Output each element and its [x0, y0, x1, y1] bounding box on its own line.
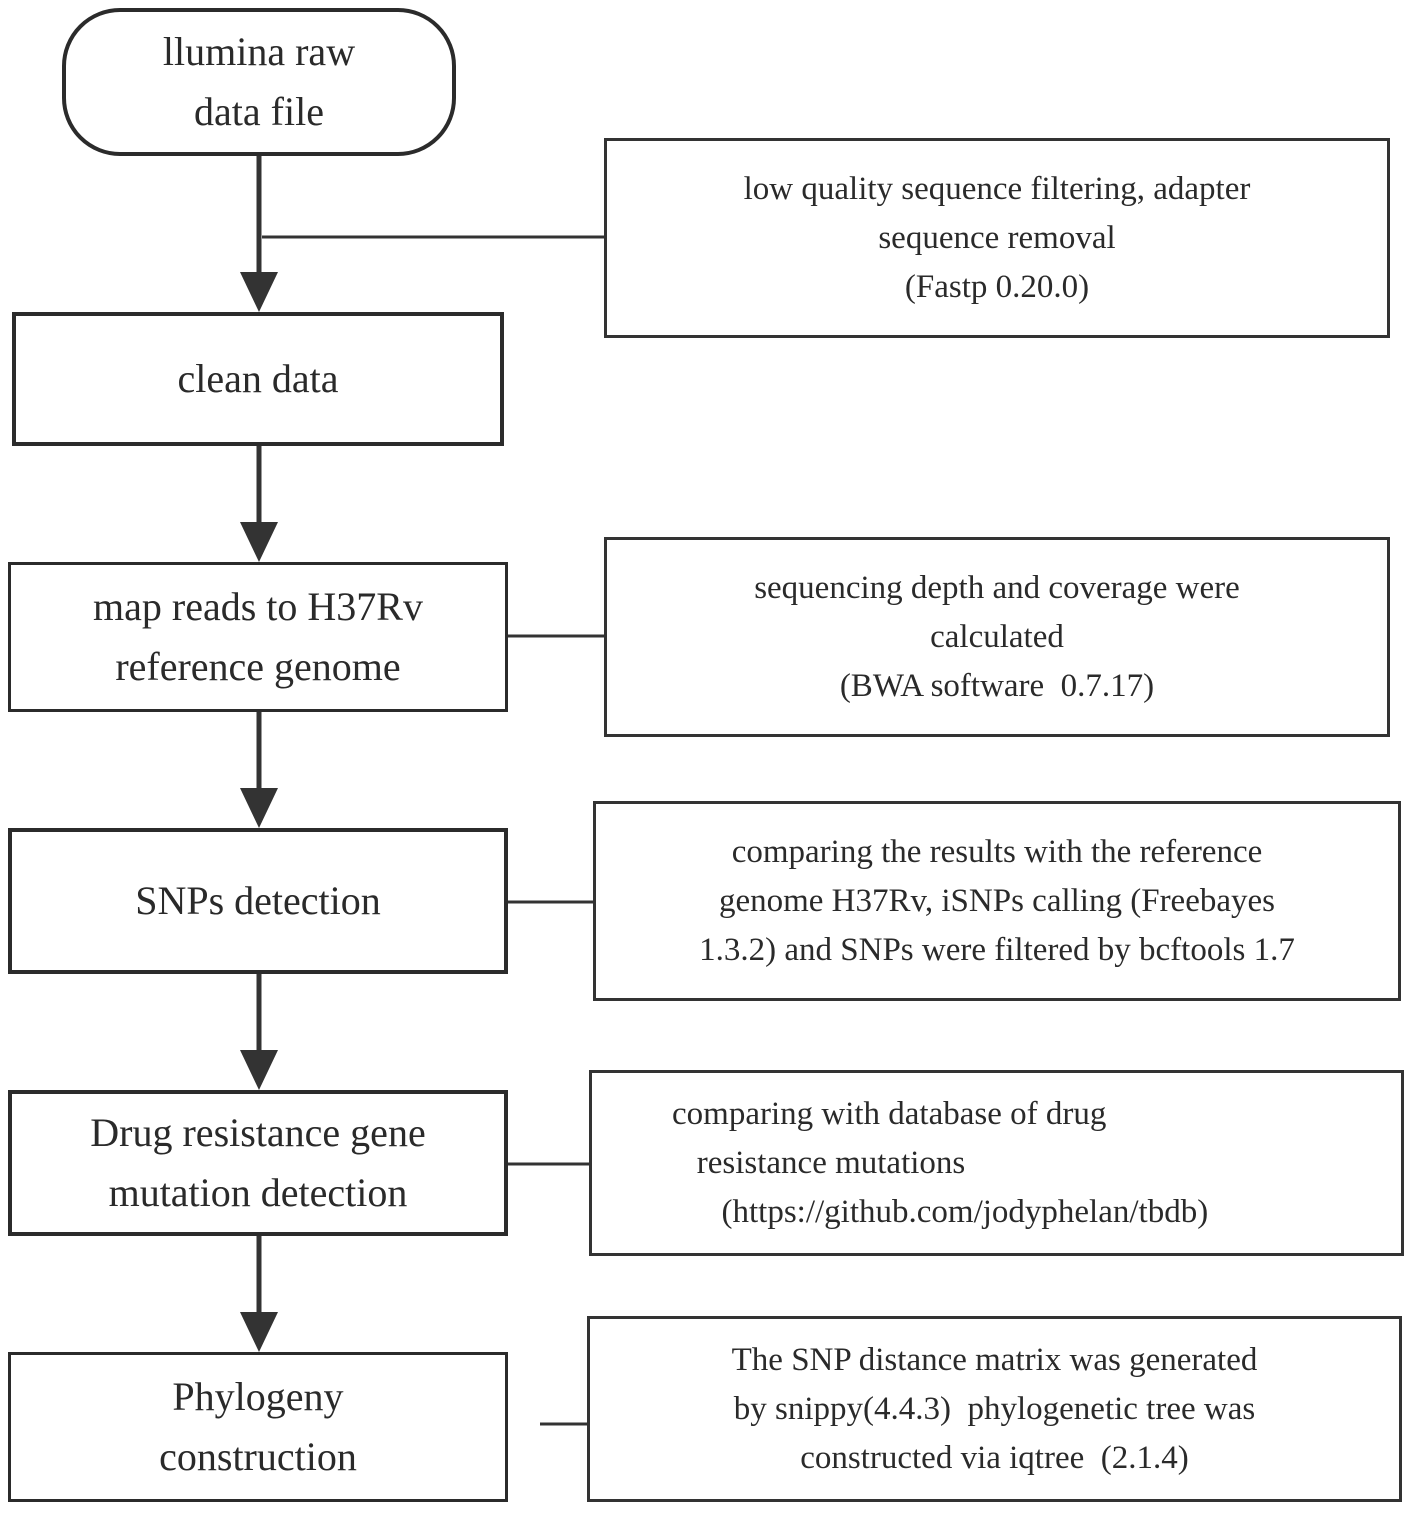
- note-filtering: low quality sequence filtering, adapter …: [604, 138, 1390, 338]
- step-label: clean data: [177, 356, 339, 401]
- start-node: llumina raw data file: [62, 8, 456, 156]
- step-drug-resistance: Drug resistance gene mutation detection: [8, 1090, 508, 1236]
- note-text: The SNP distance matrix was generated by…: [731, 1341, 1258, 1476]
- step-label: SNPs detection: [135, 878, 381, 923]
- arrowhead-icon: [240, 522, 278, 562]
- step-label: Drug resistance gene mutation detection: [90, 1110, 426, 1215]
- arrowhead-icon: [240, 1312, 278, 1352]
- step-phylogeny: Phylogeny construction: [8, 1352, 508, 1502]
- arrowhead-icon: [240, 1050, 278, 1090]
- step-label: Phylogeny construction: [159, 1374, 357, 1479]
- step-snps-detection: SNPs detection: [8, 828, 508, 974]
- start-node-label: llumina raw data file: [162, 29, 356, 134]
- note-text: sequencing depth and coverage were calcu…: [754, 569, 1240, 704]
- note-text: low quality sequence filtering, adapter …: [743, 170, 1251, 305]
- step-clean-data: clean data: [12, 312, 504, 446]
- note-depth-coverage: sequencing depth and coverage were calcu…: [604, 537, 1390, 737]
- note-snp-calling: comparing the results with the reference…: [593, 801, 1401, 1001]
- arrowhead-icon: [240, 788, 278, 828]
- note-phylogenetic-tree: The SNP distance matrix was generated by…: [587, 1316, 1402, 1502]
- step-map-reads: map reads to H37Rv reference genome: [8, 562, 508, 712]
- arrowhead-icon: [240, 272, 278, 312]
- note-text: comparing with database of drug resistan…: [672, 1095, 1209, 1230]
- step-label: map reads to H37Rv reference genome: [93, 584, 423, 689]
- note-drug-database: comparing with database of drug resistan…: [589, 1070, 1404, 1256]
- note-text: comparing the results with the reference…: [699, 833, 1295, 968]
